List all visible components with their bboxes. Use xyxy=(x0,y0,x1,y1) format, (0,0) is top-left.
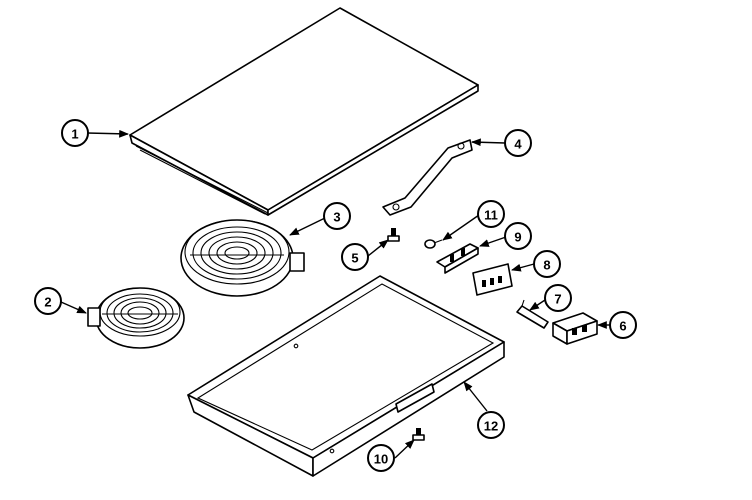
callout-8: 8 xyxy=(533,250,561,278)
svg-text:9: 9 xyxy=(514,230,521,245)
svg-text:11: 11 xyxy=(484,208,498,223)
cooktop-glass-top xyxy=(130,8,478,215)
svg-text:7: 7 xyxy=(554,292,561,307)
bottom-pan xyxy=(188,276,504,476)
small-burner-element xyxy=(88,288,184,348)
leader-lines xyxy=(60,129,610,459)
callout-3: 3 xyxy=(323,202,351,230)
bracket-small xyxy=(437,244,478,273)
svg-text:4: 4 xyxy=(514,137,522,152)
svg-text:12: 12 xyxy=(484,419,498,434)
callout-11: 11 xyxy=(477,200,505,228)
callout-4: 4 xyxy=(504,129,532,157)
callout-12: 12 xyxy=(477,411,505,439)
callout-9: 9 xyxy=(504,222,532,250)
callout-7: 7 xyxy=(544,284,572,312)
screw-bottom xyxy=(413,428,424,440)
svg-text:6: 6 xyxy=(619,319,626,334)
callout-10: 10 xyxy=(367,444,395,472)
mounting-bracket xyxy=(383,140,472,215)
callout-5: 5 xyxy=(341,243,369,271)
clip xyxy=(517,300,548,328)
switch-plate xyxy=(473,264,512,295)
svg-text:8: 8 xyxy=(543,258,550,273)
svg-text:2: 2 xyxy=(44,295,51,310)
svg-text:10: 10 xyxy=(374,452,388,467)
screw xyxy=(388,228,399,241)
terminal-block xyxy=(553,313,597,344)
large-burner-element xyxy=(181,220,304,296)
callout-2: 2 xyxy=(34,287,62,315)
screw-small xyxy=(425,240,442,248)
svg-text:3: 3 xyxy=(333,210,340,225)
svg-text:1: 1 xyxy=(71,127,78,142)
svg-text:5: 5 xyxy=(351,251,358,266)
callout-1: 1 xyxy=(61,119,89,147)
callout-6: 6 xyxy=(609,311,637,339)
